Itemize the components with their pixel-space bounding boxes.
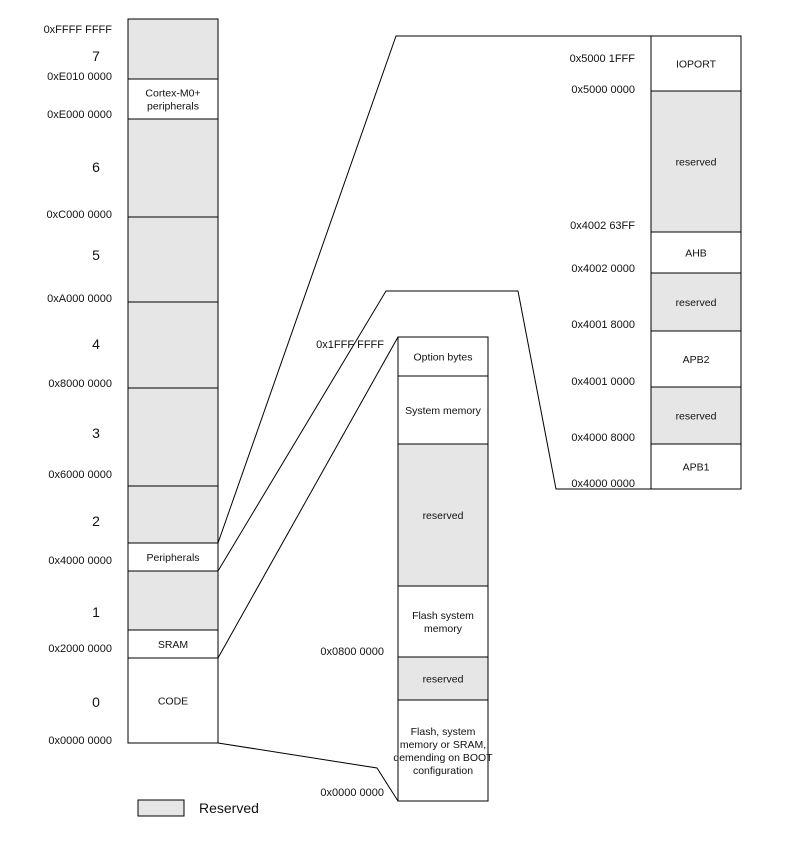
main-address-label: 0xE000 0000 — [47, 109, 112, 121]
main-address-label: 0xA000 0000 — [47, 293, 112, 305]
main-address-label: 0x8000 0000 — [48, 378, 112, 390]
code-address-label: 0x0800 0000 — [320, 646, 384, 658]
code_map-block-label: System memory — [405, 405, 482, 417]
code_map-block-label: Option bytes — [414, 352, 473, 364]
main-address-label: 0x4000 0000 — [48, 555, 112, 567]
code_map-block — [397, 585, 489, 658]
main_map-block — [127, 387, 219, 487]
region-number-label: 4 — [92, 336, 100, 352]
main-address-label: 0x0000 0000 — [48, 735, 112, 747]
peripheral_map-block-label: IOPORT — [676, 59, 717, 71]
code-address-label: 0x0000 0000 — [320, 787, 384, 799]
region-number-label: 3 — [92, 425, 100, 441]
main-address-label: 0x6000 0000 — [48, 469, 112, 481]
peripheral_map-block-label: reserved — [676, 411, 717, 423]
code_map-block — [397, 375, 489, 445]
main_map-block — [127, 18, 219, 80]
peripheral-address-label: 0x4002 63FF — [570, 220, 635, 232]
region-number-label: 0 — [92, 694, 100, 710]
peripheral_map-block-label: reserved — [676, 297, 717, 309]
peripheral-address-label: 0x4001 8000 — [571, 319, 635, 331]
peripheral-address-label: 0x5000 1FFF — [570, 53, 636, 65]
region-number-label: 1 — [92, 604, 100, 620]
peripheral_map-block-label: APB2 — [683, 354, 710, 366]
main-address-label: 0xE010 0000 — [47, 71, 112, 83]
connector-line — [217, 742, 399, 802]
main_map-block-label: CODE — [158, 696, 188, 708]
peripheral_map-block — [650, 35, 742, 92]
main_map-block — [127, 657, 219, 744]
main_map-block — [127, 78, 219, 120]
code_map-block — [397, 656, 489, 701]
main_map-block — [127, 301, 219, 389]
peripheral_map-block-label: AHB — [685, 248, 707, 260]
region-number-label: 2 — [92, 513, 100, 529]
code_map-block-label: reserved — [423, 674, 464, 686]
peripheral_map-block — [650, 90, 742, 233]
code_map-block — [397, 699, 489, 802]
main_map-block-label: SRAM — [158, 639, 188, 651]
main_map-block-label: Peripherals — [146, 552, 199, 564]
peripheral-address-label: 0x5000 0000 — [571, 84, 635, 96]
main_map-block — [127, 542, 219, 572]
main_map-block — [127, 118, 219, 218]
peripheral_map-block — [650, 231, 742, 274]
main_map-block — [127, 485, 219, 544]
connector-line — [217, 290, 651, 572]
main-address-label: 0xC000 0000 — [47, 209, 112, 221]
main-address-label: 0x2000 0000 — [48, 643, 112, 655]
code-address-label: 0x1FFF FFFF — [316, 339, 384, 351]
main_map-block — [127, 570, 219, 631]
peripheral_map-block — [650, 272, 742, 332]
code_map-block-label: reserved — [423, 510, 464, 522]
peripheral_map-block — [650, 443, 742, 490]
peripheral_map-block — [650, 386, 742, 445]
region-number-label: 7 — [92, 48, 100, 64]
connector-line — [217, 35, 651, 544]
main_map-block — [127, 216, 219, 303]
peripheral-address-label: 0x4001 0000 — [571, 376, 635, 388]
region-number-label: 5 — [92, 247, 100, 263]
peripheral-address-label: 0x4000 0000 — [571, 478, 635, 490]
peripheral_map-block-label: APB1 — [683, 462, 710, 474]
legend-reserved-swatch — [137, 799, 185, 817]
connector-line — [217, 336, 399, 659]
main-address-label: 0xFFFF FFFF — [44, 24, 113, 36]
main_map-block-label: Cortex-M0+peripherals — [145, 88, 200, 113]
legend-label: Reserved — [199, 800, 259, 816]
region-number-label: 6 — [92, 159, 100, 175]
peripheral_map-block-label: reserved — [676, 157, 717, 169]
peripheral-address-label: 0x4000 8000 — [571, 432, 635, 444]
peripheral-address-label: 0x4002 0000 — [571, 263, 635, 275]
peripheral_map-block — [650, 330, 742, 388]
